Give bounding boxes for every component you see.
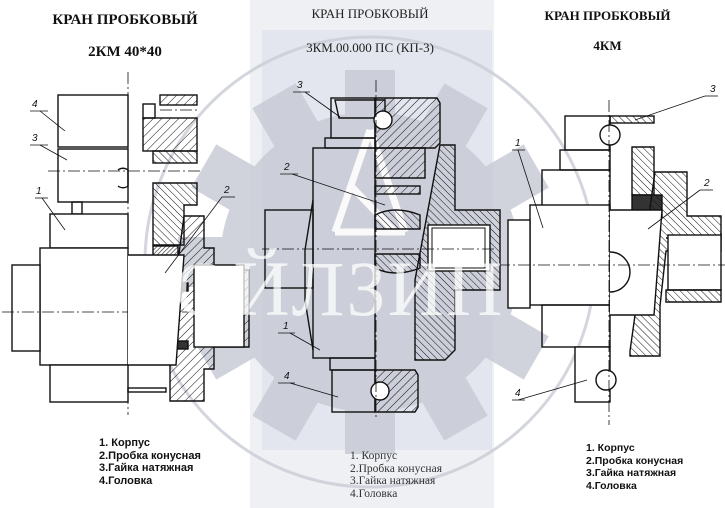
panel-2-title: КРАН ПРОБКОВЫЙ [311, 6, 429, 21]
legend-item: 2.Пробка конусная [350, 462, 442, 475]
panel-3-legend: 1. Корпус 2.Пробка конусная 3.Гайка натя… [586, 442, 683, 492]
part-3-nut [57, 148, 129, 203]
watermark-text: ОЙЛЗИП [175, 245, 504, 332]
legend-item: 4.Головка [99, 474, 153, 487]
drawing-2km [2, 72, 250, 415]
callouts-4km [512, 95, 718, 401]
callout-1: 1 [36, 186, 42, 197]
part-1-body [529, 204, 611, 306]
callout-4: 4 [515, 388, 521, 399]
part-1-body [39, 247, 129, 366]
panel-1-title: КРАН ПРОБКОВЫЙ [52, 12, 198, 28]
legend-item: 4.Головка [586, 479, 637, 492]
panel-2-model: 3КМ.00.000 ПС (КП-3) [306, 40, 434, 55]
callouts-3km [278, 91, 386, 398]
callout-1: 1 [283, 321, 289, 332]
legend-item: 2.Пробка конусная [99, 449, 201, 462]
drawing-4km [498, 100, 725, 425]
panel-3-model: 4КМ [593, 38, 622, 53]
callouts-2km [30, 110, 235, 274]
legend-item: 4.Головка [350, 487, 398, 500]
legend-item: 3.Гайка натяжная [586, 467, 677, 479]
panel-1-legend: 1. Корпус 2.Пробка конусная 3.Гайка натя… [99, 437, 201, 487]
part-4-head [57, 94, 129, 148]
panel-1-model: 2КМ 40*40 [88, 44, 162, 60]
callout-2: 2 [284, 162, 290, 173]
callout-1: 1 [515, 138, 521, 149]
legend-item: 1. Корпус [99, 437, 150, 449]
drawing-3km [262, 80, 501, 420]
callout-3: 3 [32, 133, 38, 144]
callout-2: 2 [224, 185, 230, 196]
part-1-body-top [49, 213, 129, 249]
legend-item: 2.Пробка конусная [586, 454, 684, 467]
legend-item: 3.Гайка натяжная [99, 462, 194, 474]
panel-3-title: КРАН ПРОБКОВЫЙ [544, 8, 671, 23]
panel-2-legend: 1. Корпус 2.Пробка конусная 3.Гайка натя… [350, 450, 442, 500]
legend-item: 1. Корпус [350, 450, 398, 462]
callout-4: 4 [284, 371, 290, 382]
callout-2: 2 [704, 178, 710, 189]
legend-item: 3.Гайка натяжная [350, 475, 436, 487]
callout-3: 3 [710, 84, 716, 95]
callout-3: 3 [297, 80, 303, 91]
legend-item: 1. Корпус [586, 442, 635, 454]
callout-4: 4 [32, 99, 38, 110]
